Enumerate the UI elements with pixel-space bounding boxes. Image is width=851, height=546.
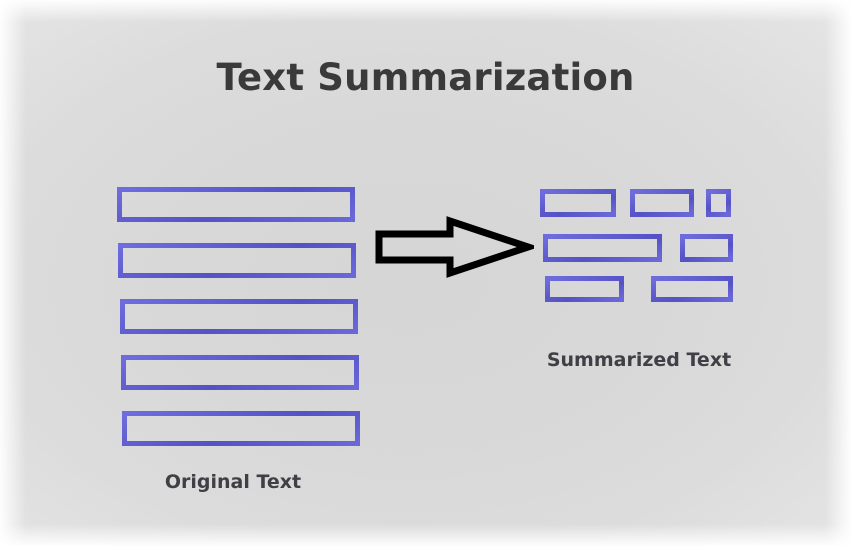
summary-fragment-4	[543, 234, 662, 262]
original-line-4	[121, 355, 359, 390]
summary-fragment-5	[680, 234, 733, 262]
summary-fragment-1	[540, 189, 616, 217]
right-arrow-icon	[374, 216, 534, 278]
summarized-text-caption: Summarized Text	[546, 349, 732, 371]
original-line-3	[120, 299, 358, 334]
summary-fragment-2	[630, 189, 694, 217]
original-line-5	[122, 411, 360, 446]
original-line-2	[118, 243, 356, 278]
summary-fragment-6	[545, 276, 624, 302]
original-line-1	[117, 187, 355, 222]
original-text-caption: Original Text	[164, 471, 302, 493]
summary-fragment-7	[651, 276, 733, 302]
summary-fragment-3	[706, 189, 731, 217]
page-title: Text Summarization	[216, 56, 635, 99]
